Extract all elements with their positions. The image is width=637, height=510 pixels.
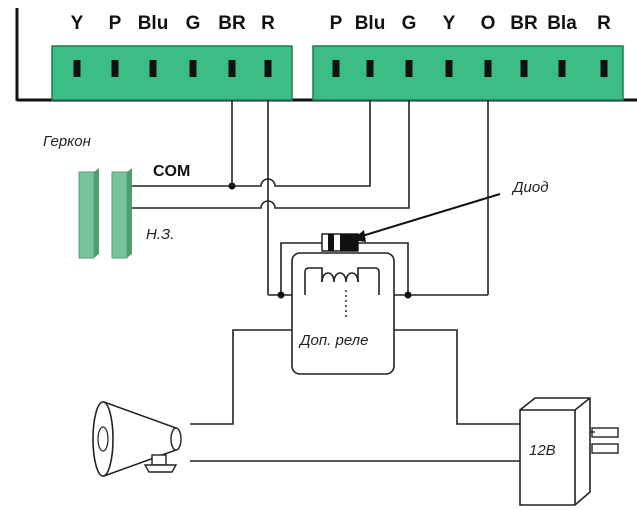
right-terminal-label-y: Y bbox=[443, 13, 456, 34]
right-terminal-label-r: R bbox=[597, 13, 611, 34]
right-terminal-pin-p bbox=[332, 60, 340, 77]
right-block-body bbox=[312, 45, 624, 101]
left-terminal-block: Y P Blu G BR R bbox=[51, 13, 293, 101]
diode-label: Диод bbox=[511, 179, 549, 196]
right-terminal-label-bla: Bla bbox=[547, 13, 577, 34]
left-terminal-label-y: Y bbox=[71, 13, 84, 34]
nc-wire bbox=[132, 100, 410, 209]
right-terminal-label-p: P bbox=[330, 13, 343, 34]
diode-icon bbox=[321, 233, 359, 252]
right-terminal-label-o: O bbox=[481, 13, 496, 34]
reed-switch-bar-right bbox=[111, 171, 128, 259]
diode-wire-right bbox=[358, 242, 409, 295]
right-terminal-pin-bla bbox=[558, 60, 566, 77]
left-terminal-pin-p bbox=[111, 60, 119, 77]
siren-relay-wire bbox=[190, 329, 292, 425]
left-terminal-pin-y bbox=[73, 60, 81, 77]
power-label: 12В bbox=[529, 442, 556, 459]
nc-label: Н.З. bbox=[146, 226, 174, 243]
left-terminal-pin-br bbox=[228, 60, 236, 77]
relay-label: Доп. реле bbox=[298, 332, 368, 349]
right-terminal-pin-y bbox=[445, 60, 453, 77]
reed-switch bbox=[78, 168, 132, 259]
left-terminal-label-p: P bbox=[109, 13, 122, 34]
left-terminal-label-g: G bbox=[186, 13, 201, 34]
power-adapter-icon bbox=[519, 397, 619, 506]
left-terminal-label-r: R bbox=[261, 13, 275, 34]
relay-junction-right bbox=[404, 291, 412, 299]
left-block-body bbox=[51, 45, 293, 101]
right-terminal-label-blu: Blu bbox=[355, 13, 386, 34]
left-terminal-label-br: BR bbox=[218, 13, 246, 34]
right-terminal-pin-o bbox=[484, 60, 492, 77]
left-terminal-label-blu: Blu bbox=[138, 13, 169, 34]
diode-wire bbox=[280, 242, 322, 295]
relay-body bbox=[291, 252, 395, 375]
right-terminal-pin-blu bbox=[366, 60, 374, 77]
com-wire bbox=[132, 100, 371, 187]
relay-junction-left bbox=[277, 291, 285, 299]
left-terminal-pin-g bbox=[189, 60, 197, 77]
right-terminal-label-br: BR bbox=[510, 13, 538, 34]
com-label: COM bbox=[153, 163, 190, 180]
right-terminal-block: P Blu G Y O BR Bla R bbox=[312, 13, 624, 101]
siren-horn-icon bbox=[92, 400, 182, 478]
left-terminal-pin-blu bbox=[149, 60, 157, 77]
reed-switch-label: Геркон bbox=[43, 133, 91, 150]
right-terminal-label-g: G bbox=[402, 13, 417, 34]
relay-coil-icon bbox=[304, 267, 380, 318]
right-terminal-pin-br bbox=[520, 60, 528, 77]
reed-switch-bar-left-side bbox=[94, 168, 99, 258]
diode-pointer-head bbox=[352, 230, 366, 242]
right-terminal-pin-r bbox=[600, 60, 608, 77]
diode-pointer bbox=[361, 193, 501, 237]
right-terminal-pin-g bbox=[405, 60, 413, 77]
relay-power-wire bbox=[394, 329, 520, 425]
left-terminal-pin-r bbox=[264, 60, 272, 77]
reed-switch-bar-right-side bbox=[127, 168, 132, 258]
reed-switch-bar-left bbox=[78, 171, 95, 259]
